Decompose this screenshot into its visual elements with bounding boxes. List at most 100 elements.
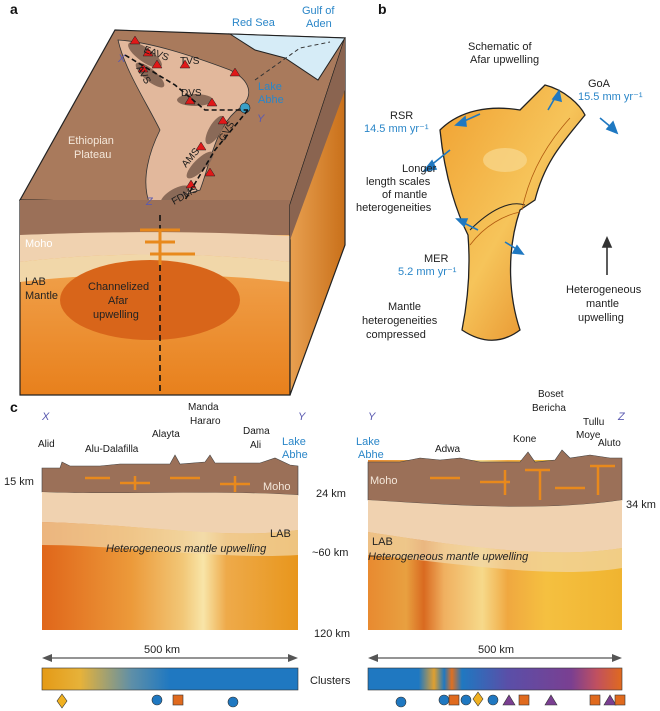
- lab-label: LAB: [25, 276, 46, 288]
- red-sea-label: Red Sea: [232, 17, 276, 29]
- block-diagram: [18, 29, 346, 396]
- velocity-arrows: [422, 89, 619, 275]
- right-y-label: Y: [368, 411, 376, 423]
- het-label-2: mantle: [586, 298, 619, 310]
- left-moho-label: Moho: [263, 481, 291, 493]
- cross-section-right: [367, 449, 623, 630]
- marker-circle: [151, 694, 163, 706]
- marker-triangle: [502, 694, 516, 706]
- mer-label: MER: [424, 253, 449, 265]
- marker-diamond: [56, 693, 68, 709]
- schematic-title: Schematic of: [468, 41, 533, 53]
- red-sea-water: [228, 33, 346, 81]
- depth-120-label: 120 km: [314, 628, 350, 640]
- marker-square: [614, 694, 626, 706]
- marker-square: [518, 694, 530, 706]
- left-lab-label: LAB: [270, 528, 291, 540]
- volcano-alid: Alid: [38, 439, 55, 450]
- z-marker-label: Z: [145, 196, 154, 208]
- panel-a-label: a: [10, 1, 18, 17]
- longer-label-3: of mantle: [382, 189, 427, 201]
- plume-schematic: [439, 84, 586, 341]
- volcano-dama: Dama: [243, 426, 270, 437]
- right-moho-label: Moho: [370, 475, 398, 487]
- clusters-label: Clusters: [310, 675, 351, 687]
- right-lab-label: LAB: [372, 536, 393, 548]
- depth-60-label: ~60 km: [312, 547, 348, 559]
- gulf-of-aden-label-2: Aden: [306, 18, 332, 30]
- marker-circle: [460, 694, 472, 706]
- left-intrusions: [85, 476, 250, 492]
- right-upwelling-label: Heterogeneous mantle upwelling: [368, 551, 529, 563]
- lower-crust-layer: [20, 232, 290, 262]
- moho-label: Moho: [25, 238, 53, 250]
- schematic-title-2: Afar upwelling: [470, 54, 539, 66]
- het-label-3: upwelling: [578, 312, 624, 324]
- volcano-adwa: Adwa: [435, 444, 460, 455]
- left-scale-label: 500 km: [144, 644, 180, 656]
- panel-c-labels: X Y Alid Alu-Dalafilla Alayta Manda Hara…: [4, 389, 656, 640]
- volcano-moye: Moye: [576, 430, 601, 441]
- marker-triangle: [603, 694, 617, 706]
- depth-15-label: 15 km: [4, 476, 34, 488]
- cross-section-left: [41, 454, 299, 630]
- depth-34-label: 34 km: [626, 499, 656, 511]
- left-y-label: Y: [298, 411, 306, 423]
- tvs-label: TVS: [180, 56, 200, 67]
- y-marker-label: Y: [257, 113, 265, 125]
- marker-triangle: [544, 694, 558, 706]
- panel-c-label: c: [10, 399, 18, 415]
- fdms-segment: [160, 185, 190, 205]
- marker-circle: [487, 694, 499, 706]
- left-abhe-label: Abhe: [282, 449, 308, 461]
- right-scale-label: 500 km: [478, 644, 514, 656]
- depth-24-label: 24 km: [316, 488, 346, 500]
- scale-bars: 500 km 500 km: [42, 644, 622, 662]
- goa-label: GoA: [588, 78, 611, 90]
- ethiopian-plateau-label-2: Plateau: [74, 149, 111, 161]
- comp-label-2: heterogeneities: [362, 315, 438, 327]
- volcano-manda: Manda: [188, 402, 219, 413]
- left-cluster-bar: [41, 667, 299, 691]
- left-x-label: X: [41, 411, 50, 423]
- marker-circle: [395, 696, 407, 708]
- mer-rate: 5.2 mm yr⁻¹: [398, 266, 457, 278]
- upwelling-label: upwelling: [93, 309, 139, 321]
- panel-b-labels: Schematic of Afar upwelling GoA 15.5 mm …: [356, 41, 643, 341]
- ethiopian-plateau-label: Ethiopian: [68, 135, 114, 147]
- right-abhe-label: Abhe: [358, 449, 384, 461]
- marker-diamond: [472, 691, 484, 707]
- rsr-label: RSR: [390, 110, 413, 122]
- rsr-rate: 14.5 mm yr⁻¹: [364, 123, 429, 135]
- cluster-bars: Clusters: [41, 667, 623, 691]
- gulf-of-aden-label: Gulf of: [302, 5, 335, 17]
- lake-abhe-marker: [239, 102, 251, 114]
- side-crust: [290, 38, 345, 240]
- volcano-hararo: Hararo: [190, 416, 221, 427]
- comp-label-3: compressed: [366, 329, 426, 341]
- right-intrusions: [430, 464, 615, 500]
- ams-segment: [186, 151, 214, 179]
- right-cluster-bar: [367, 667, 623, 691]
- volcano-bericha: Bericha: [532, 403, 566, 414]
- lake-abhe-label: Lake: [258, 81, 282, 93]
- het-label-1: Heterogeneous: [566, 284, 642, 296]
- right-z-label: Z: [617, 411, 626, 423]
- volcano-alu-dalafilla: Alu-Dalafilla: [85, 444, 139, 455]
- dvs-label: DVS: [181, 88, 202, 99]
- volcano-aluto: Aluto: [598, 438, 621, 449]
- volcano-alayta: Alayta: [152, 429, 180, 440]
- marker-circle: [227, 696, 239, 708]
- cluster-markers: [56, 691, 626, 709]
- lake-abhe-label-2: Abhe: [258, 94, 284, 106]
- goa-rate: 15.5 mm yr⁻¹: [578, 91, 643, 103]
- volcano-tullu: Tullu: [583, 417, 604, 428]
- afar-label: Afar: [108, 295, 129, 307]
- longer-label-4: heterogeneities: [356, 202, 432, 214]
- marker-square: [448, 694, 460, 706]
- right-lake-label: Lake: [356, 436, 380, 448]
- channelized-upwelling: [60, 260, 240, 340]
- volcano-markers: [129, 35, 241, 189]
- longer-label-2: length scales: [366, 176, 431, 188]
